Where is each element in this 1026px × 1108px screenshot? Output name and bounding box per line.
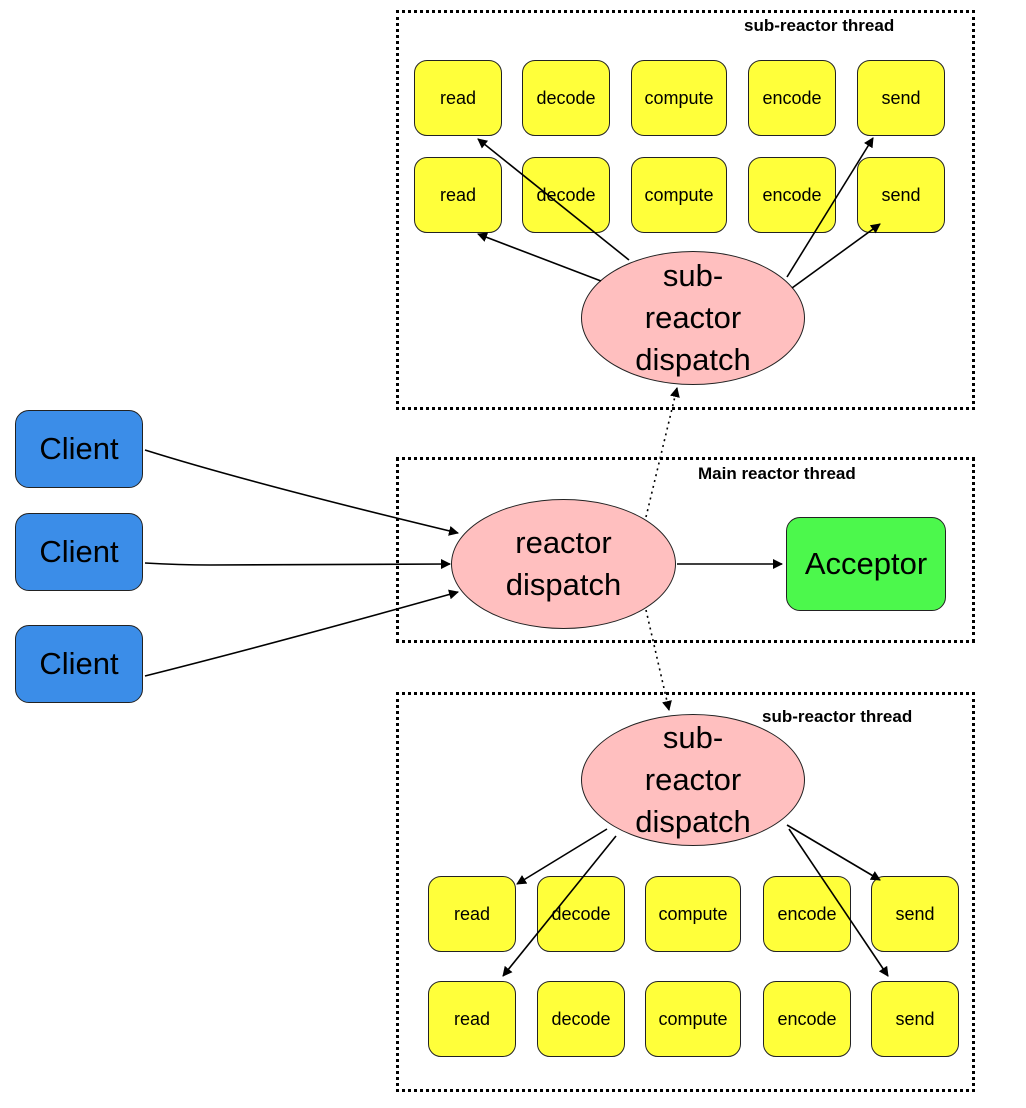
sub-reactor-dispatch-top	[581, 251, 805, 385]
task-decode: decode	[522, 157, 610, 233]
sub-reactor-thread-bottom-group	[396, 692, 975, 1092]
task-compute: compute	[645, 981, 741, 1057]
task-encode: encode	[748, 60, 836, 136]
dispatch-label-line: sub-	[662, 720, 724, 755]
dispatch-label-line: reactor	[644, 762, 742, 797]
client-3: Client	[15, 625, 143, 703]
task-read: read	[428, 981, 516, 1057]
task-read: read	[414, 60, 502, 136]
sub-reactor-thread-top-group	[396, 10, 975, 410]
task-send: send	[871, 981, 959, 1057]
task-read: read	[428, 876, 516, 952]
task-compute: compute	[645, 876, 741, 952]
sub-reactor-dispatch-bottom	[581, 714, 805, 846]
dispatch-label-line: dispatch	[635, 804, 751, 839]
task-encode: encode	[748, 157, 836, 233]
task-send: send	[857, 157, 945, 233]
task-compute: compute	[631, 60, 727, 136]
dispatch-label-line: reactor	[644, 300, 742, 335]
task-encode: encode	[763, 981, 851, 1057]
task-send: send	[857, 60, 945, 136]
task-decode: decode	[537, 981, 625, 1057]
sub-reactor-thread-bottom-title: sub-reactor thread	[762, 707, 913, 726]
dispatch-label-line: dispatch	[635, 342, 751, 377]
task-compute: compute	[631, 157, 727, 233]
sub-reactor-thread-top-title: sub-reactor thread	[744, 16, 895, 35]
client-1: Client	[15, 410, 143, 488]
task-send: send	[871, 876, 959, 952]
task-decode: decode	[537, 876, 625, 952]
sub-reactor-dispatch-bottom-label: sub- reactor dispatch	[581, 714, 805, 846]
dispatch-label-line: sub-	[662, 258, 724, 293]
main-reactor-thread-title: Main reactor thread	[698, 464, 856, 483]
dispatch-label-line: reactor	[515, 525, 612, 560]
client-2: Client	[15, 513, 143, 591]
task-read: read	[414, 157, 502, 233]
main-reactor-thread-group	[396, 457, 975, 643]
main-reactor-dispatch-label: reactor dispatch	[451, 499, 676, 629]
sub-reactor-dispatch-top-label: sub- reactor dispatch	[581, 251, 805, 385]
acceptor: Acceptor	[786, 517, 946, 611]
task-decode: decode	[522, 60, 610, 136]
dispatch-label-line: dispatch	[505, 567, 622, 602]
main-reactor-dispatch	[451, 499, 676, 629]
task-encode: encode	[763, 876, 851, 952]
